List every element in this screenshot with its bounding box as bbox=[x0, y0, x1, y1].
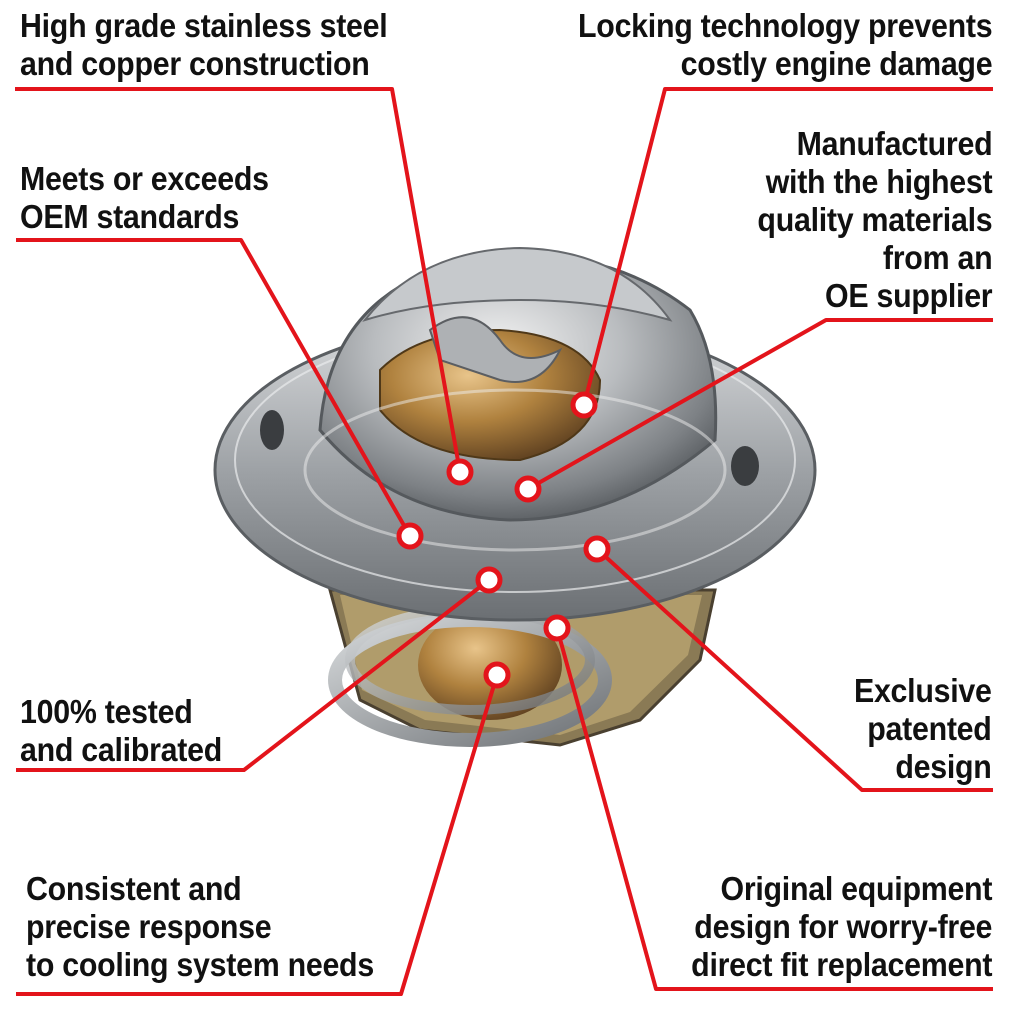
leader-lines bbox=[15, 87, 993, 996]
leader-line-exclusive bbox=[595, 547, 993, 792]
callout-dot-consistent bbox=[483, 661, 511, 689]
callout-dots bbox=[396, 391, 611, 689]
callout-dot-tested bbox=[475, 566, 503, 594]
callout-dot-oem bbox=[396, 522, 424, 550]
leader-line-original bbox=[555, 627, 993, 991]
callout-dot-steel bbox=[446, 458, 474, 486]
leader-line-steel bbox=[15, 87, 462, 473]
leader-line-manufactured bbox=[527, 318, 993, 491]
leader-line-consistent bbox=[16, 674, 499, 996]
leader-line-tested bbox=[16, 578, 491, 772]
callout-dot-exclusive bbox=[583, 535, 611, 563]
callout-dot-original bbox=[543, 614, 571, 642]
callout-dot-locking bbox=[570, 391, 598, 419]
leader-line-oem bbox=[16, 238, 412, 537]
flange-hole bbox=[731, 446, 759, 486]
flange-hole bbox=[260, 410, 284, 450]
callout-dot-manufactured bbox=[514, 475, 542, 503]
leader-line-locking bbox=[582, 87, 993, 406]
